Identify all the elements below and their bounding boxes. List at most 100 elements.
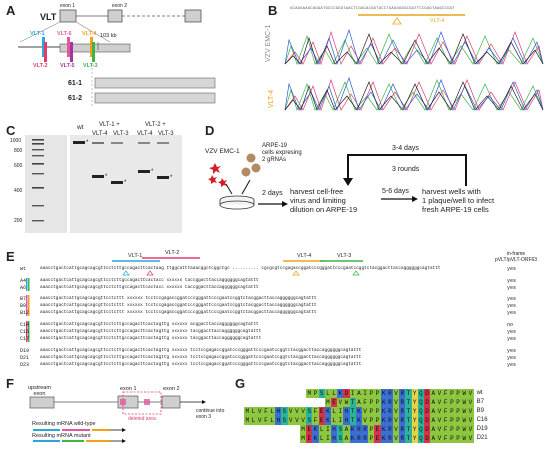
chromatogram-sequence: GCAGGAAGCAGGATGCCCGGGTAACTCGACACGGTGCCTG… — [290, 7, 455, 11]
residue: V — [467, 389, 474, 398]
residue: A — [430, 425, 437, 434]
guide-vlt2-mark — [44, 42, 47, 62]
residue: H — [343, 407, 350, 416]
residue: P — [374, 389, 381, 398]
residue: Y — [411, 407, 418, 416]
residue: F — [442, 389, 449, 398]
residue: K — [355, 407, 362, 416]
residue: I — [337, 416, 344, 425]
panel-f-diagram — [29, 391, 206, 443]
panel-e-guides — [26, 257, 363, 342]
residue: M — [306, 389, 313, 398]
residue: E — [318, 407, 325, 416]
seq-row-seq: aaacctgactcattgcagcagcgttcctcttgccagactt… — [40, 278, 259, 283]
guide-vlt2-label: VLT-2 — [33, 63, 48, 69]
residue: E — [306, 434, 313, 443]
residue: S — [281, 416, 288, 425]
residue: V — [393, 389, 400, 398]
clone-61-1-label: 61-1 — [68, 80, 83, 87]
residue: I — [337, 407, 344, 416]
residue: M — [244, 416, 251, 425]
residue: R — [386, 416, 393, 425]
f-exon1-label: exon 1 — [120, 386, 137, 392]
residue: L — [269, 416, 276, 425]
seq-row-inframe: yes — [507, 348, 517, 354]
seq-row-inframe: yes — [507, 285, 517, 291]
panel-a-letter: A — [6, 3, 16, 18]
residue: A — [343, 425, 350, 434]
residue: Q — [417, 425, 424, 434]
seq-row-name: D21 — [20, 355, 30, 361]
residue: W — [461, 398, 468, 407]
residue: R — [386, 389, 393, 398]
residue: E — [318, 416, 325, 425]
residue: R — [399, 389, 406, 398]
residue: K — [349, 425, 356, 434]
residue: P — [374, 416, 381, 425]
residue: K — [312, 425, 319, 434]
seq-row-seq: aaacctgactcattgcagcagcgttcctcttgccagactt… — [40, 362, 362, 367]
residue: R — [355, 434, 362, 443]
seq-row-name: D23 — [20, 362, 30, 368]
ladder-1000: 1000 — [10, 138, 22, 144]
residue: D — [424, 398, 431, 407]
residue: P — [448, 416, 455, 425]
residue: Q — [417, 434, 424, 443]
seq-row-seq: aaacctgactcattgcagcagcgttcctcttgccagactt… — [40, 322, 259, 327]
seq-row-name: C17 — [20, 336, 30, 342]
virus-label: VZV EMC-1 — [205, 148, 240, 155]
residue: S — [306, 407, 313, 416]
residue: Y — [411, 389, 418, 398]
residue: T — [405, 407, 412, 416]
residue: H — [331, 434, 338, 443]
ladder-400: 400 — [14, 188, 23, 194]
residue: I — [324, 434, 331, 443]
residue: P — [455, 398, 462, 407]
residue: R — [362, 425, 369, 434]
residue: K — [349, 434, 356, 443]
panel-d-diagram — [208, 153, 467, 210]
step-56days: 5-6 days — [382, 188, 409, 195]
residue: H — [343, 416, 350, 425]
residue: K — [380, 434, 387, 443]
residue: V — [287, 407, 294, 416]
residue: V — [256, 407, 263, 416]
residue: H — [275, 407, 282, 416]
residue: V — [436, 389, 443, 398]
residue: R — [399, 398, 406, 407]
residue: T — [349, 416, 356, 425]
group1-lane1: VLT-4 — [92, 131, 108, 137]
guide-vlt6-label: VLT-6 — [57, 31, 72, 37]
residue: L — [250, 407, 257, 416]
residue: P — [368, 416, 375, 425]
residue: L — [331, 416, 338, 425]
upstream-exon-label: upstream exon — [28, 385, 51, 397]
residue: W — [461, 425, 468, 434]
residue: V — [337, 398, 344, 407]
residue: Q — [417, 407, 424, 416]
residue: E — [374, 434, 381, 443]
residue: P — [448, 389, 455, 398]
group1-label: VLT-1 + — [99, 122, 120, 128]
seq-row-seq: aaacctgactcattgcagcagcgttcctcttgccagactt… — [40, 355, 362, 360]
residue: S — [306, 416, 313, 425]
panel-e-letter: E — [6, 249, 15, 264]
residue: F — [442, 407, 449, 416]
protein-row-name: D21 — [476, 435, 488, 441]
residue: R — [386, 398, 393, 407]
residue: R — [386, 407, 393, 416]
residue: P — [448, 407, 455, 416]
seq-row-seq: aaacctgactcattgcagcagcgttcctcttgccagactt… — [40, 336, 262, 341]
residue: V — [293, 416, 300, 425]
residue: A — [430, 407, 437, 416]
seq-row-seq: aaacctgactcattgcagcagcgttcctcttgccagactt… — [40, 266, 441, 271]
residue: L — [324, 389, 331, 398]
seq-row-inframe: yes — [507, 362, 517, 368]
step-2days: 2 days — [262, 190, 283, 197]
panel-d-letter: D — [205, 123, 215, 138]
residue: F — [442, 434, 449, 443]
residue: D — [424, 434, 431, 443]
residue: T — [405, 389, 412, 398]
gel-image: * * * * * — [25, 135, 182, 233]
residue: P — [374, 398, 381, 407]
